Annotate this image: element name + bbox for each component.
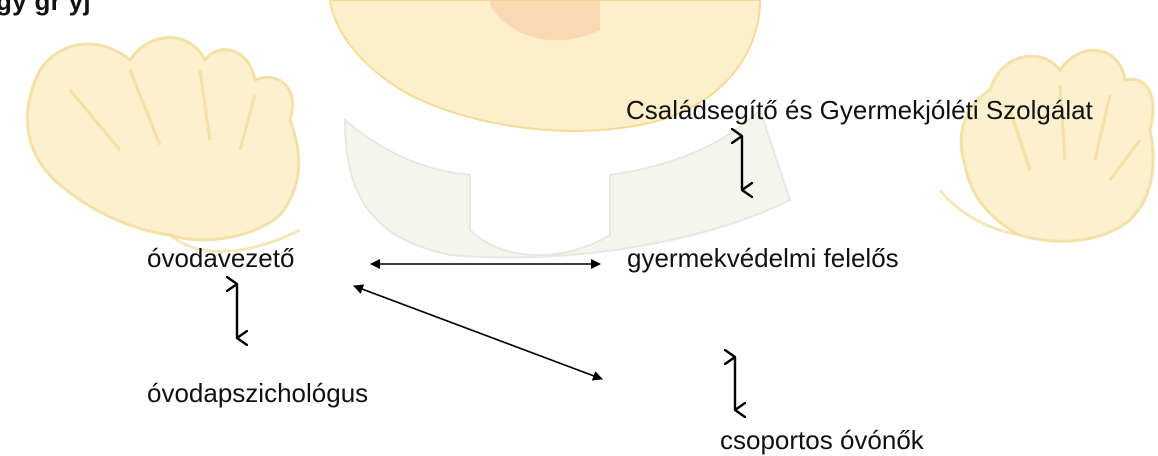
node-ovodavezeto: óvodavezető: [147, 243, 295, 273]
partial-heading: gy gr yj: [0, 0, 91, 16]
node-ovodapszichologus: óvodapszichológus: [147, 378, 369, 408]
node-csaladsegito: Családsegítő és Gyermekjóléti Szolgálat: [626, 95, 1093, 125]
arrow-ovodavezeto-csoportos: [353, 284, 603, 381]
node-csoportos: csoportos óvónők: [720, 425, 924, 455]
node-gyermekvedelmi: gyermekvédelmi felelős: [627, 243, 899, 273]
